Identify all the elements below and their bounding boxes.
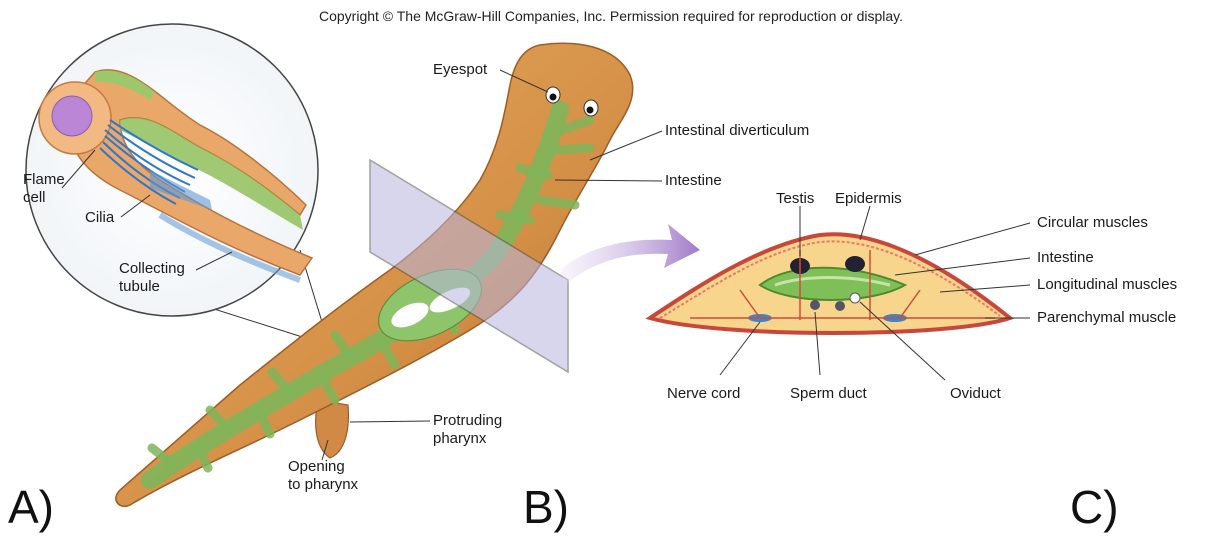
opening-to-pharynx-label-line1: Opening xyxy=(288,458,345,476)
cross-section xyxy=(650,234,1010,333)
panel-a-label: A) xyxy=(8,482,54,532)
circular-muscles-label: Circular muscles xyxy=(1037,214,1148,232)
copyright-notice: Copyright © The McGraw-Hill Companies, I… xyxy=(0,8,1222,24)
oviduct-label: Oviduct xyxy=(950,385,1001,403)
cilia-label: Cilia xyxy=(85,209,114,227)
section-arrow xyxy=(560,224,700,285)
panel-b-label: B) xyxy=(523,482,569,532)
testis-label: Testis xyxy=(776,190,814,208)
panel-c-label: C) xyxy=(1070,482,1119,532)
epidermis-label: Epidermis xyxy=(835,190,902,208)
protruding-pharynx-label-line1: Protruding xyxy=(433,412,502,430)
intestine-label: Intestine xyxy=(665,172,722,190)
protruding-pharynx-label-line2: pharynx xyxy=(433,430,486,448)
intestine-section-label: Intestine xyxy=(1037,249,1094,267)
parenchymal-muscle-label: Parenchymal muscle xyxy=(1037,309,1176,327)
eyespot-label: Eyespot xyxy=(433,61,487,79)
nerve-cord-label: Nerve cord xyxy=(667,385,740,403)
collecting-tubule-label-line1: Collecting xyxy=(119,260,185,278)
flame-cell-label-line1: Flame xyxy=(23,171,65,189)
flame-cell-label-line2: cell xyxy=(23,189,46,207)
collecting-tubule-label-line2: tubule xyxy=(119,278,160,296)
intestinal-diverticulum-label: Intestinal diverticulum xyxy=(665,122,809,140)
opening-to-pharynx-label-line2: to pharynx xyxy=(288,476,358,494)
longitudinal-muscles-label: Longitudinal muscles xyxy=(1037,276,1177,294)
sperm-duct-label: Sperm duct xyxy=(790,385,867,403)
